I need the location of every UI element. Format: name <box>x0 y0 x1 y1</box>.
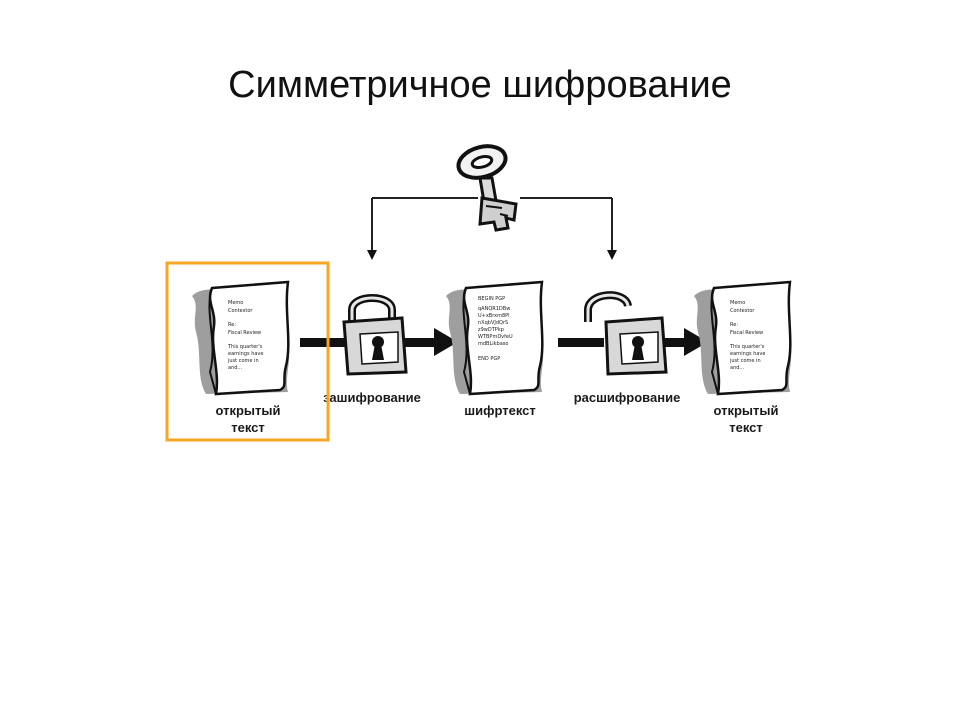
lock-open-icon <box>584 291 668 376</box>
svg-text:Re:: Re: <box>228 322 236 328</box>
ciphertext-document-icon: BEGIN PGP qANQR1DBw U+xBrxm8Pl nXqbVJdQr… <box>446 280 544 396</box>
plaintext-label-line1: открытый <box>216 403 281 418</box>
svg-text:This quarter's: This quarter's <box>729 344 765 350</box>
svg-text:Fiscal Review: Fiscal Review <box>228 330 261 336</box>
svg-text:and...: and... <box>228 365 243 371</box>
svg-text:Re:: Re: <box>730 322 738 328</box>
svg-text:U+xBrxm8Pl: U+xBrxm8Pl <box>478 313 510 319</box>
svg-text:earnings have: earnings have <box>730 351 765 357</box>
key-distribution-lines <box>367 197 617 260</box>
result-label-line1: открытый <box>714 403 779 418</box>
plaintext-label-line2: текст <box>231 420 265 435</box>
svg-text:mdBLikbaso: mdBLikbaso <box>478 341 508 347</box>
result-document-icon: Memo Contestor Re: Fiscal Review This qu… <box>694 280 792 396</box>
svg-text:Fiscal Review: Fiscal Review <box>730 330 763 336</box>
svg-text:just come in: just come in <box>729 358 761 364</box>
decrypt-label: расшифрование <box>574 390 681 405</box>
plaintext-highlight-box <box>165 261 330 442</box>
result-label-line2: текст <box>729 420 763 435</box>
svg-text:Memo: Memo <box>228 300 243 306</box>
svg-text:and...: and... <box>730 365 745 371</box>
svg-text:z9wDTPkp: z9wDTPkp <box>478 327 504 333</box>
svg-text:Contestor: Contestor <box>730 308 755 314</box>
svg-text:END PGP: END PGP <box>478 356 500 362</box>
encrypt-label: зашифрование <box>323 390 421 405</box>
lock-closed-icon <box>342 294 408 376</box>
svg-text:BEGIN PGP: BEGIN PGP <box>478 296 505 302</box>
svg-text:just come in: just come in <box>227 358 259 364</box>
svg-text:nXqbVJdQrS: nXqbVJdQrS <box>478 320 508 326</box>
key-icon <box>456 144 518 232</box>
svg-text:earnings have: earnings have <box>228 351 263 357</box>
svg-text:Memo: Memo <box>730 300 745 306</box>
svg-text:qANQR1DBw: qANQR1DBw <box>478 306 510 312</box>
slide-title: Симметричное шифрование <box>228 64 732 106</box>
svg-text:Contestor: Contestor <box>228 308 253 314</box>
svg-text:WTBPmDvfeU: WTBPmDvfeU <box>478 334 513 340</box>
plaintext-document-icon: Memo Contestor Re: Fiscal Review This qu… <box>192 280 290 396</box>
ciphertext-label: шифртекст <box>464 403 536 418</box>
svg-text:This quarter's: This quarter's <box>227 344 263 350</box>
flow-arrows <box>300 328 708 356</box>
